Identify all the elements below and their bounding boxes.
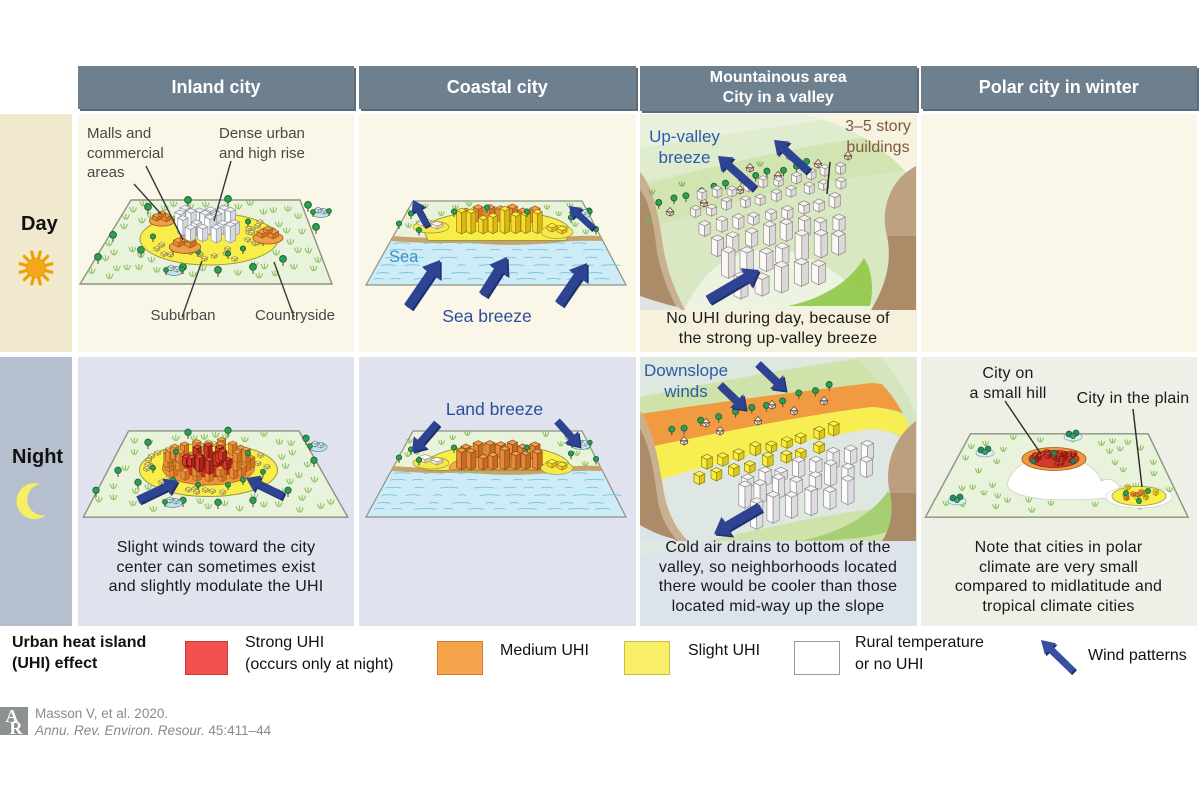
svg-text:A: A [6, 707, 19, 726]
svg-text:R: R [10, 718, 24, 735]
